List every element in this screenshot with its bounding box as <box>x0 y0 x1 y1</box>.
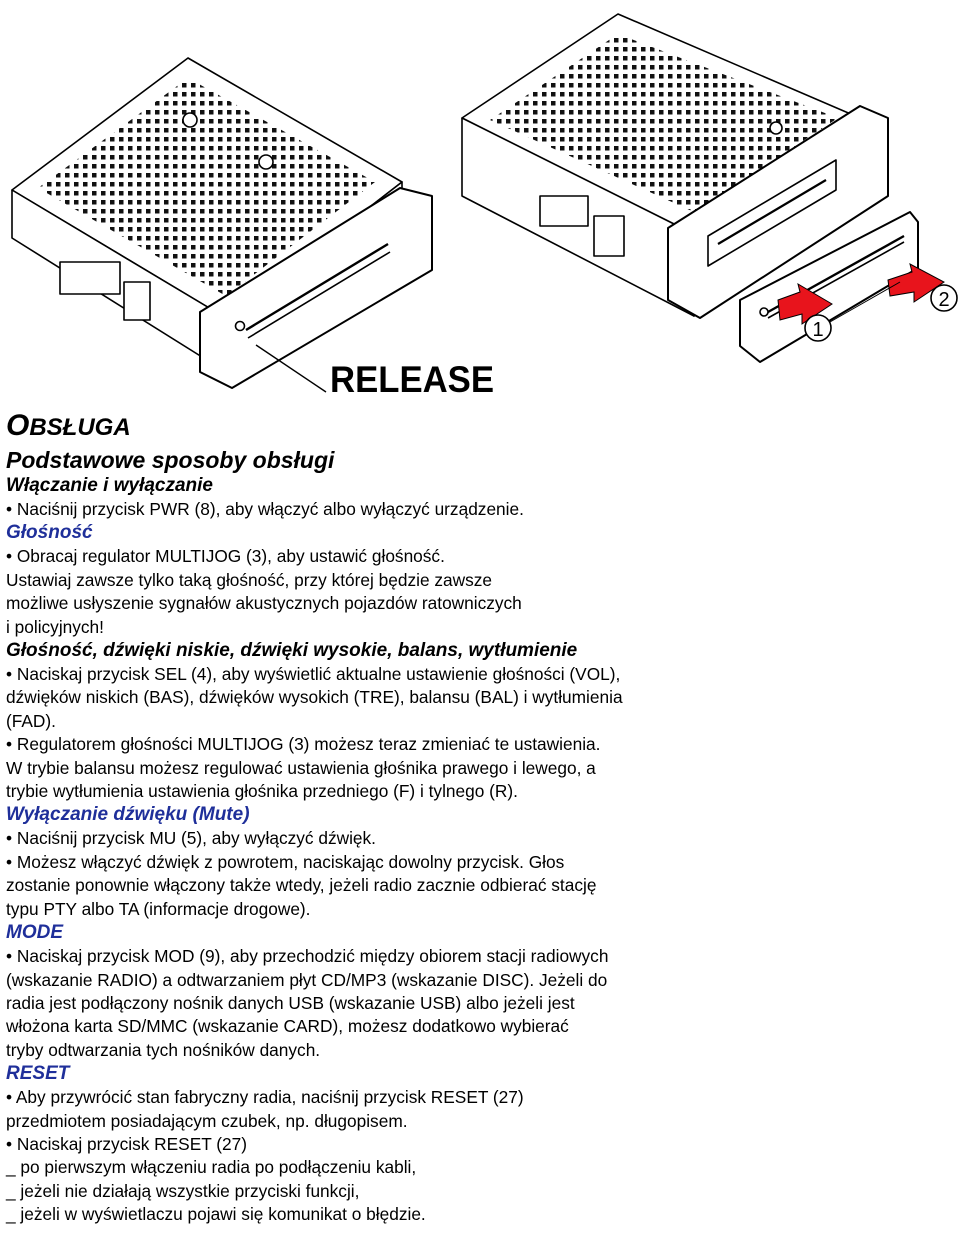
mode-line: (wskazanie RADIO) a odtwarzaniem płyt CD… <box>6 969 608 990</box>
sound-line: W trybie balansu możesz regulować ustawi… <box>6 757 596 778</box>
mode-line: tryby odtwarzania tych nośników danych. <box>6 1039 321 1060</box>
radio-illustration-svg: 1 2 RELEASE <box>11 13 958 400</box>
release-arrows <box>777 263 945 325</box>
sound-heading: Głośność, dźwięki niskie, dźwięki wysoki… <box>6 640 578 662</box>
mode-line: radia jest podłączony nośnik danych USB … <box>6 992 575 1013</box>
mode-line: • Naciskaj przycisk MOD (9), aby przecho… <box>6 946 609 967</box>
left-radio-unit <box>11 57 433 393</box>
mode-heading: MODE <box>6 922 63 944</box>
release-label: RELEASE <box>330 359 494 400</box>
section-title: OBSŁUGA <box>6 408 951 446</box>
sound-line: trybie wytłumienia ustawienia głośnika p… <box>6 781 518 802</box>
callout-circle-2 <box>930 284 958 312</box>
callout-circle-1 <box>804 314 832 342</box>
volume-line: możliwe usłyszenie sygnałów akustycznych… <box>6 593 522 614</box>
arrow-1-icon <box>777 282 833 325</box>
reset-line: • Naciskaj przycisk RESET (27) <box>6 1133 248 1154</box>
mute-line: typu PTY albo TA (informacje drogowe). <box>6 898 311 919</box>
volume-line: Ustawiaj zawsze tylko taką głośność, prz… <box>6 569 492 590</box>
mute-heading: Wyłączanie dźwięku (Mute) <box>6 804 250 826</box>
reset-line: przedmiotem posiadającym czubek, np. dłu… <box>6 1110 408 1131</box>
reset-line: _ jeżeli nie działają wszystkie przycisk… <box>6 1180 360 1201</box>
arrow-2-icon <box>887 263 945 303</box>
mute-line: zostanie ponownie włączony także wtedy, … <box>6 875 597 896</box>
volume-heading: Głośność <box>6 522 93 544</box>
reset-line: • Aby przywrócić stan fabryczny radia, n… <box>6 1087 524 1108</box>
mute-line: • Możesz włączyć dźwięk z powrotem, naci… <box>6 851 565 872</box>
callout-1: 1 <box>812 319 823 341</box>
subtitle: Podstawowe sposoby obsługi <box>6 447 335 473</box>
callout-2: 2 <box>938 289 949 311</box>
sound-line: • Regulatorem głośności MULTIJOG (3) moż… <box>6 734 601 755</box>
sound-line: dźwięków niskich (BAS), dźwięków wysokic… <box>6 687 623 708</box>
mute-line: • Naciśnij przycisk MU (5), aby wyłączyć… <box>6 828 376 849</box>
sound-line: • Naciskaj przycisk SEL (4), aby wyświet… <box>6 664 621 685</box>
volume-line: • Obracaj regulator MULTIJOG (3), aby us… <box>6 546 445 567</box>
reset-line: _ jeżeli w wyświetlaczu pojawi się komun… <box>6 1204 426 1225</box>
section-title-first-letter: O <box>6 409 30 442</box>
reset-line: _ po pierwszym włączeniu radia po podłąc… <box>6 1157 417 1178</box>
reset-heading: RESET <box>6 1063 70 1085</box>
power-line: • Naciśnij przycisk PWR (8), aby włączyć… <box>6 499 524 519</box>
mode-line: włożona karta SD/MMC (wskazanie CARD), m… <box>6 1016 569 1037</box>
right-radio-unit <box>461 13 889 319</box>
volume-line: i policyjnych! <box>6 616 104 637</box>
section-title-rest: BSŁUGA <box>29 414 131 441</box>
manual-text: OBSŁUGA Podstawowe sposoby obsługi Włącz… <box>6 408 951 1227</box>
radio-illustration: 1 2 RELEASE <box>0 0 960 400</box>
sound-line: (FAD). <box>6 710 56 731</box>
power-heading: Włączanie i wyłączanie <box>6 475 213 496</box>
